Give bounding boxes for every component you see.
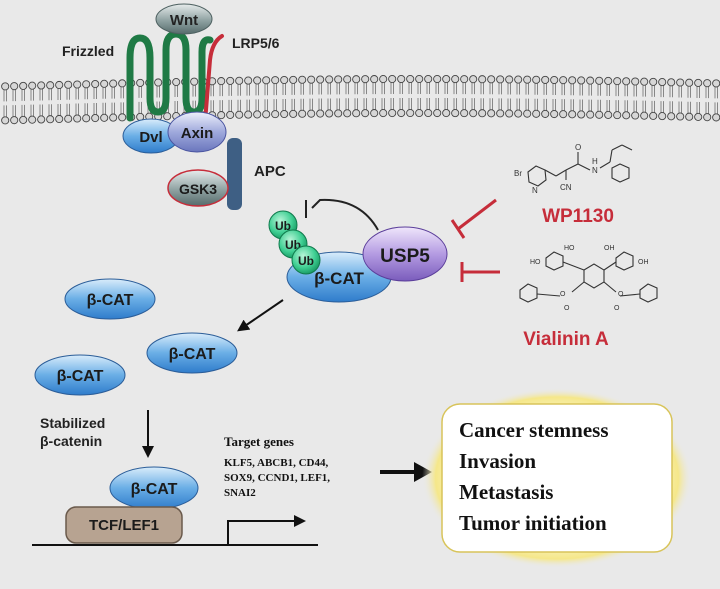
frizzled-label: Frizzled: [62, 43, 114, 59]
tcf-lef1-box: [65, 506, 183, 544]
complex-beta-cat-label: β-CAT: [314, 269, 364, 288]
release-arrow: [237, 299, 284, 332]
wp1130-inhibition: [450, 198, 497, 239]
wp1130-label: WP1130: [542, 206, 614, 227]
target-genes-line-3: SNAI2: [224, 487, 256, 499]
ub-label-3: Ub: [298, 254, 314, 268]
usp5-label: USP5: [380, 246, 430, 267]
svg-text:H: H: [592, 157, 598, 166]
ub-label-2: Ub: [285, 238, 301, 252]
svg-text:N: N: [532, 186, 538, 195]
axin-protein: [167, 111, 227, 153]
frizzled-receptor: [126, 30, 214, 122]
lrp-label: LRP5/6: [232, 35, 280, 51]
free-beta-cat-label-2: β-CAT: [169, 346, 216, 363]
stabilized-label-2: β-catenin: [40, 433, 102, 449]
tcf-lef1-label: TCF/LEF1: [89, 517, 159, 534]
ub-label-1: Ub: [275, 219, 291, 233]
vialinin-inhibition: [460, 262, 500, 282]
free-beta-cat-3: [34, 354, 126, 396]
svg-text:HO: HO: [530, 259, 541, 266]
apc-label: APC: [254, 163, 286, 180]
wp1130-structure: [527, 144, 633, 187]
wnt-ligand: [155, 3, 213, 35]
wnt-label: Wnt: [170, 12, 198, 29]
svg-text:OH: OH: [604, 245, 615, 252]
nuclear-beta-cat-label: β-CAT: [131, 481, 178, 498]
free-beta-cat-1: [64, 278, 156, 320]
apc-protein: [227, 138, 242, 210]
vialinin-label: Vialinin A: [523, 329, 609, 350]
free-beta-cat-2: [146, 332, 238, 374]
free-beta-cat-label-3: β-CAT: [57, 368, 104, 385]
svg-text:CN: CN: [560, 183, 572, 192]
usp5-deubiquitination-arc: [311, 198, 379, 231]
usp5-protein: [362, 226, 448, 282]
outcomes-box: [441, 403, 673, 553]
svg-text:OH: OH: [638, 259, 649, 266]
cell-membrane: [1, 74, 720, 125]
free-beta-cat-label-1: β-CAT: [87, 292, 134, 309]
outcome-invasion: Invasion: [459, 449, 536, 473]
outcome-cancer-stemness: Cancer stemness: [459, 418, 609, 442]
stabilized-label-1: Stabilized: [40, 415, 105, 431]
target-genes-line-2: SOX9, CCND1, LEF1,: [224, 472, 330, 484]
svg-text:Br: Br: [514, 169, 522, 178]
vialinin-atom-labels: HO OH HO OH O O O O: [530, 245, 649, 312]
target-genes-heading: Target genes: [224, 434, 294, 449]
dvl-label: Dvl: [139, 129, 162, 146]
wp1130-atom-labels: Br N O N H CN: [514, 143, 598, 195]
axin-label: Axin: [181, 125, 214, 142]
ub-bead-3: [291, 245, 321, 275]
svg-text:N: N: [592, 166, 598, 175]
outcome-metastasis: Metastasis: [459, 480, 553, 504]
gsk3-protein: [167, 169, 229, 207]
vialinin-structure: [519, 251, 658, 303]
svg-text:O: O: [564, 305, 570, 312]
target-genes-line-1: KLF5, ABCB1, CD44,: [224, 457, 328, 469]
gsk3-label: GSK3: [179, 181, 217, 197]
svg-text:O: O: [575, 143, 581, 152]
outcome-tumor-initiation: Tumor initiation: [459, 511, 607, 535]
svg-text:O: O: [618, 291, 624, 298]
transcription-start-arrow: [227, 515, 306, 545]
svg-text:O: O: [560, 291, 566, 298]
svg-text:O: O: [614, 305, 620, 312]
svg-text:HO: HO: [564, 245, 575, 252]
